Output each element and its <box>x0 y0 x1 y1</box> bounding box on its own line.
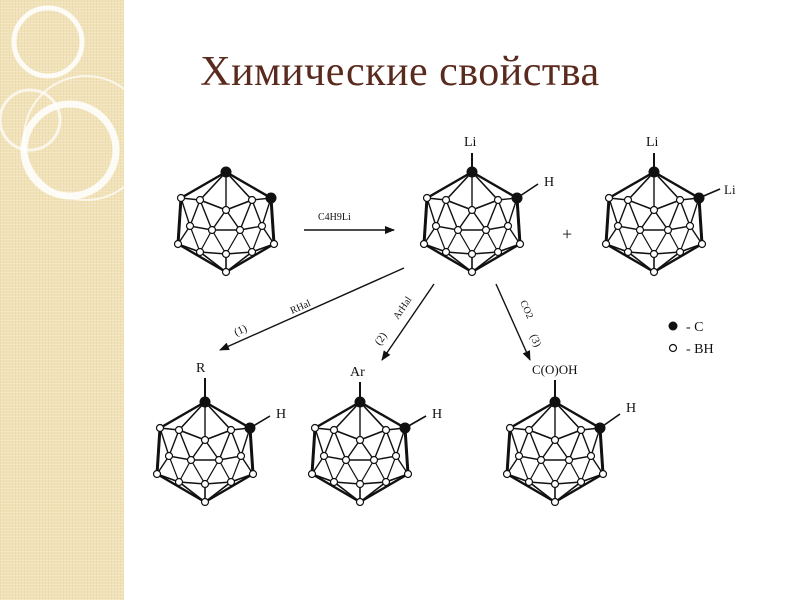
reagent-main: C4H9Li <box>318 212 351 223</box>
label-h-4: H <box>626 401 636 416</box>
label-li-1: Li <box>464 135 477 150</box>
label-li-2: Li <box>646 135 659 150</box>
decorative-side-strip <box>0 0 124 600</box>
label-h-1: H <box>544 175 554 190</box>
page-title: Химические свойства <box>200 49 600 95</box>
carborane-start <box>173 165 279 277</box>
legend: - C - BH <box>668 320 714 357</box>
label-ar: Ar <box>350 365 365 380</box>
legend-bh-icon <box>668 343 678 353</box>
plus-sign: + <box>562 224 572 244</box>
carborane-ar-h <box>307 382 427 507</box>
label-r: R <box>196 361 206 376</box>
branch-3-step: (3) <box>527 332 543 349</box>
branch-arrow-1 <box>219 267 405 351</box>
legend-carbon-icon <box>668 321 678 331</box>
branch-2-step: (2) <box>373 330 390 348</box>
label-li-3: Li <box>724 182 736 197</box>
legend-carbon-text: - C <box>686 320 704 335</box>
branch-arrow-3 <box>495 283 531 361</box>
legend-bh-text: - BH <box>686 342 714 357</box>
label-cooh: C(O)OH <box>532 362 578 377</box>
branch-arrow-2 <box>381 283 435 361</box>
carborane-cooh-h <box>502 380 621 507</box>
label-h-2: H <box>276 407 286 422</box>
decorative-rings <box>0 5 124 201</box>
branch-3-reagent: CO2 <box>517 299 535 321</box>
carborane-li-li <box>601 153 721 277</box>
label-h-3: H <box>432 407 442 422</box>
carborane-li-h <box>419 153 539 277</box>
branch-1-step: (1) <box>232 322 249 338</box>
carborane-r-h <box>152 378 271 507</box>
